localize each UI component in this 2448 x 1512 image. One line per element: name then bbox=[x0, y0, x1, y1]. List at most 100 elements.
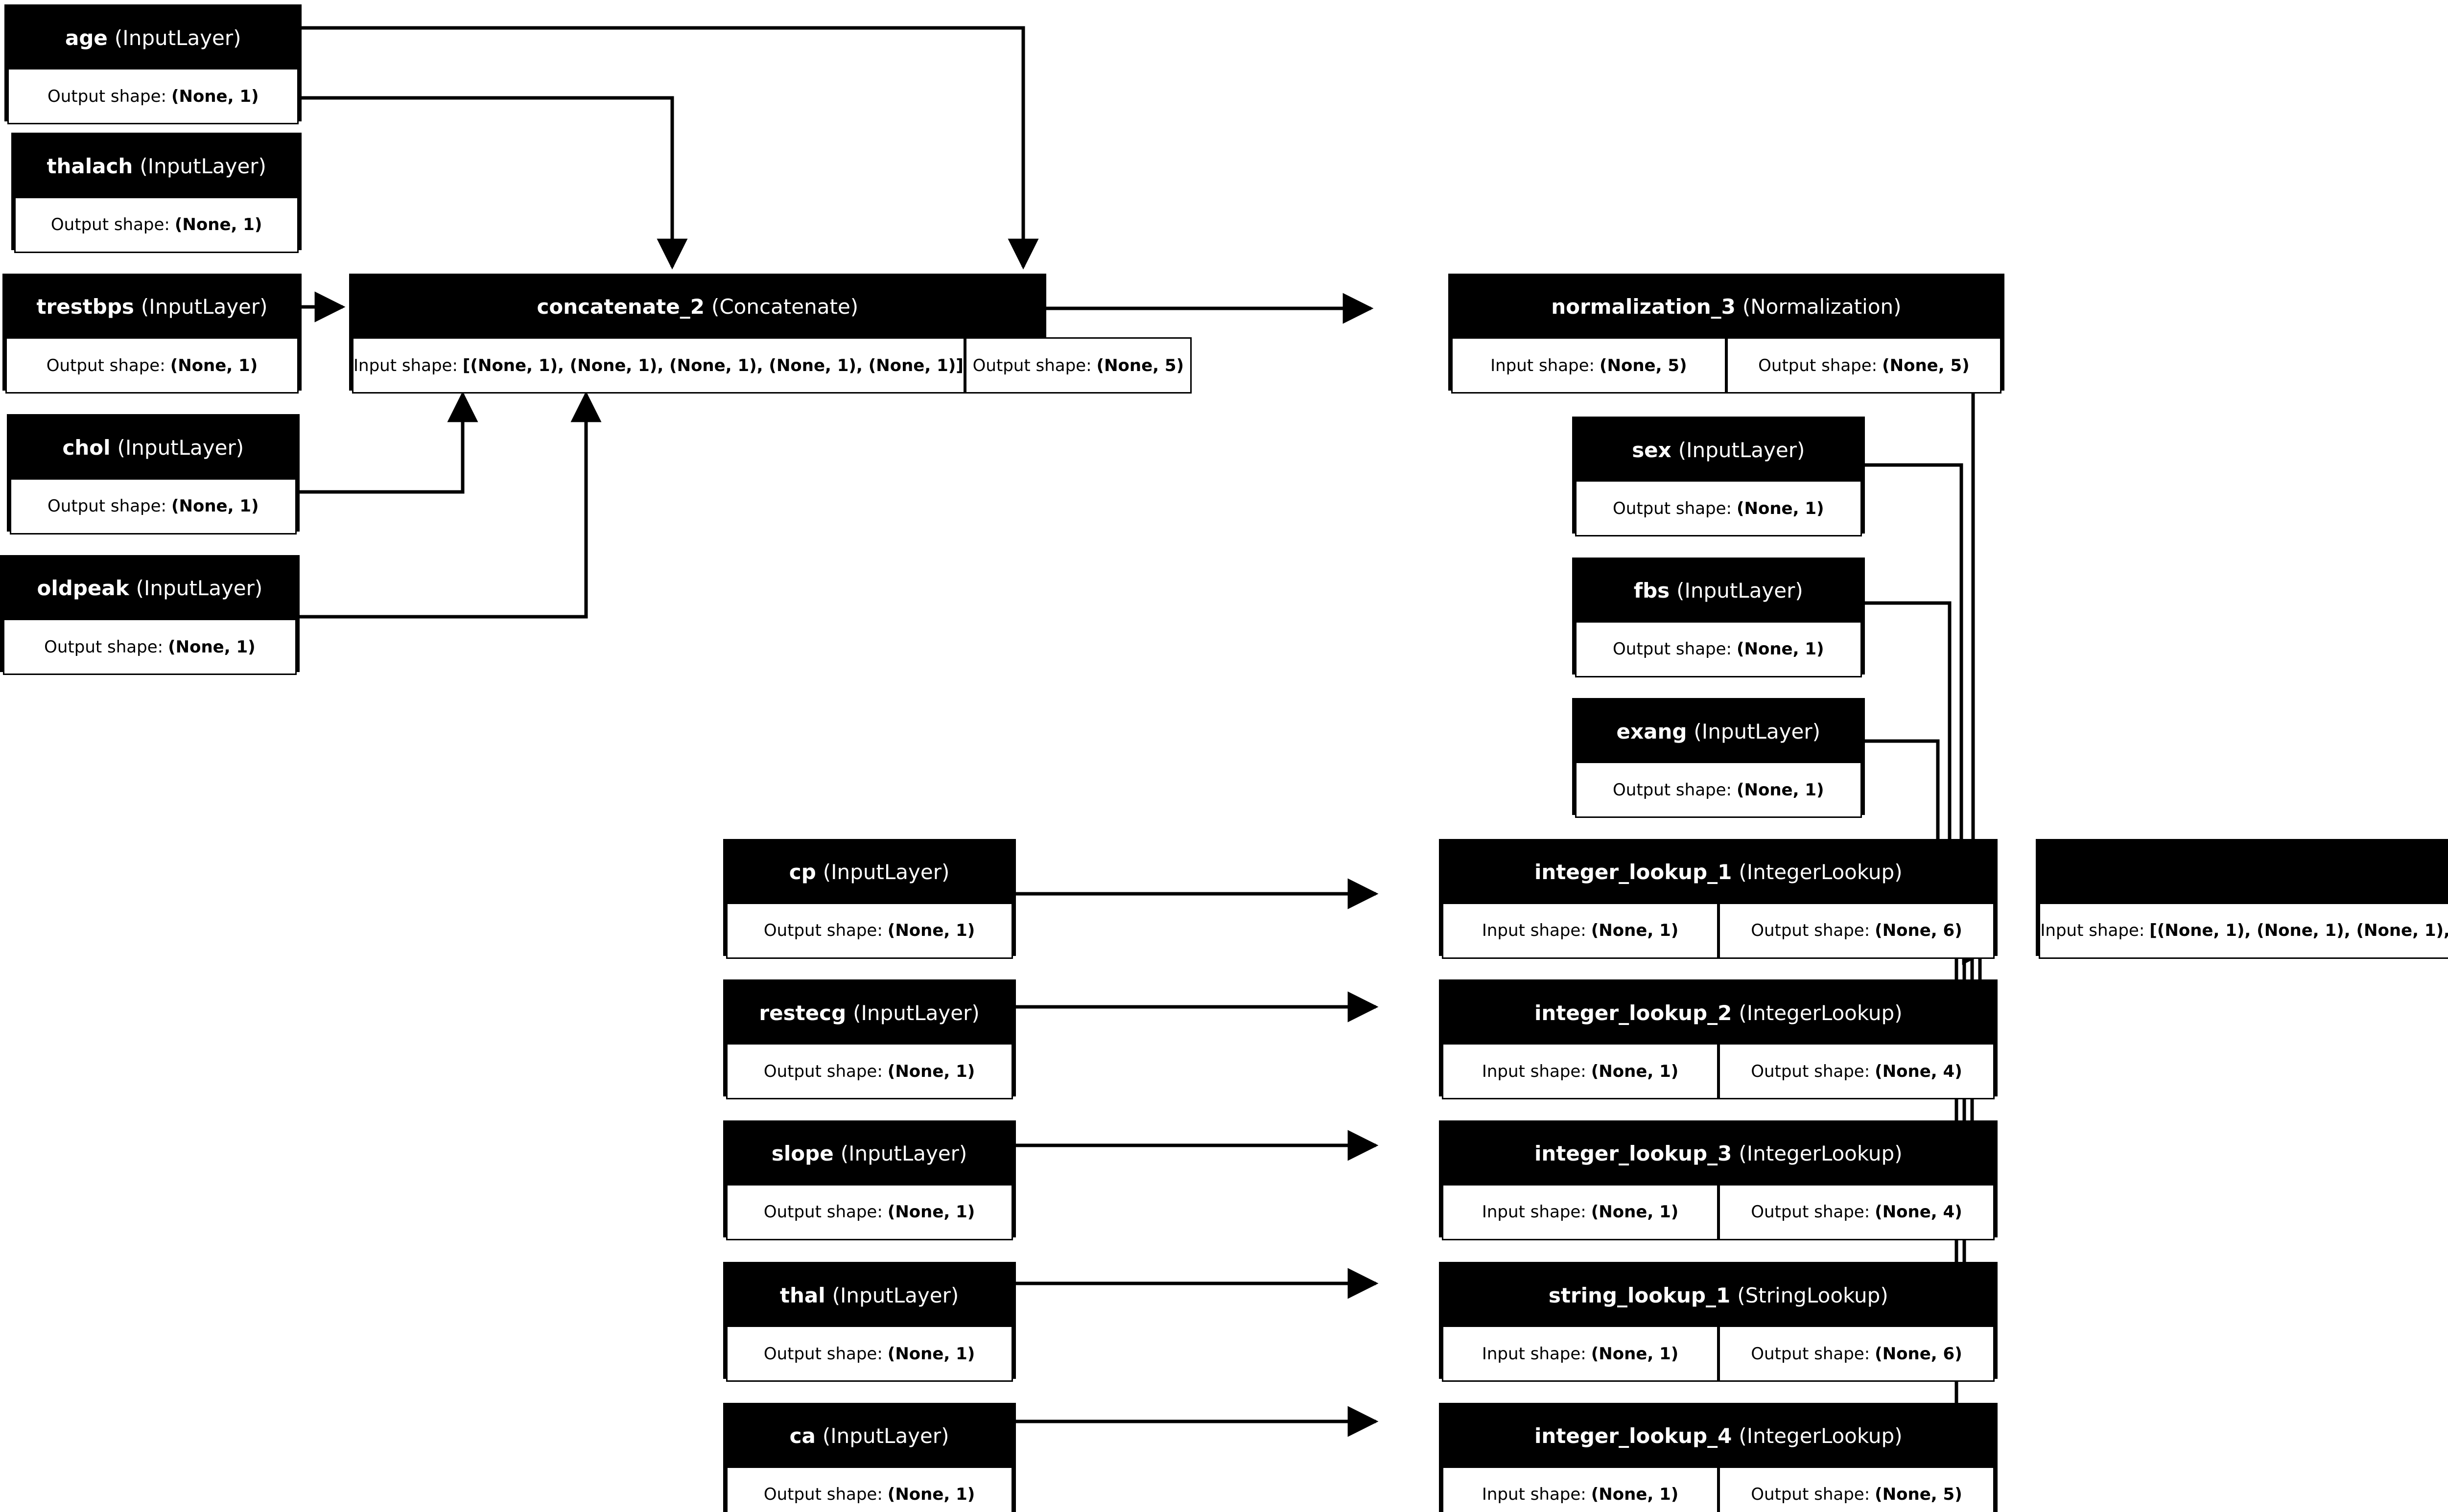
layer-node-normalization_3[interactable]: normalization_3(Normalization)Input shap… bbox=[1448, 273, 2004, 394]
layer-shape-row-concatenate_3: Input shape:[(None, 1), (None, 1), (None… bbox=[2039, 902, 2448, 959]
output-shape-cell: Output shape:(None, 1) bbox=[726, 902, 1013, 959]
output-shape-cell: Output shape:(None, 5) bbox=[1726, 337, 2001, 394]
layer-class: (InputLayer) bbox=[1694, 719, 1821, 744]
shape-value: (None, 1) bbox=[887, 1485, 975, 1505]
shape-value: (None, 1) bbox=[1591, 1344, 1679, 1364]
layer-shape-row-exang: Output shape:(None, 1) bbox=[1575, 762, 1862, 818]
layer-title-cp: cp(InputLayer) bbox=[726, 841, 1013, 903]
shape-label: Output shape: bbox=[1751, 1202, 1870, 1222]
layer-node-thalach[interactable]: thalach(InputLayer)Output shape:(None, 1… bbox=[11, 133, 302, 253]
layer-node-ca[interactable]: ca(InputLayer)Output shape:(None, 1) bbox=[723, 1402, 1016, 1512]
shape-label: Output shape: bbox=[1751, 1061, 1870, 1081]
input-shape-cell: Input shape:[(None, 1), (None, 1), (None… bbox=[2039, 902, 2448, 959]
layer-name: trestbps bbox=[36, 295, 134, 319]
layer-class: (InputLayer) bbox=[140, 154, 266, 178]
layer-shape-row-normalization_3: Input shape:(None, 5)Output shape:(None,… bbox=[1451, 337, 2001, 394]
layer-title-exang: exang (InputLayer) bbox=[1575, 701, 1862, 762]
layer-class: (InputLayer) bbox=[822, 1424, 949, 1448]
shape-label: Input shape: bbox=[1482, 921, 1586, 941]
layer-node-restecg[interactable]: restecg(InputLayer)Output shape:(None, 1… bbox=[723, 979, 1016, 1100]
input-shape-cell: Input shape:(None, 1) bbox=[1442, 1326, 1718, 1382]
layer-shape-row-sex: Output shape:(None, 1) bbox=[1575, 480, 1862, 537]
layer-title-string_lookup_1: string_lookup_1(StringLookup) bbox=[1442, 1265, 1995, 1326]
layer-shape-row-integer_lookup_2: Input shape:(None, 1)Output shape:(None,… bbox=[1442, 1043, 1995, 1100]
layer-shape-row-thalach: Output shape:(None, 1) bbox=[14, 196, 299, 253]
layer-node-integer_lookup_4[interactable]: integer_lookup_4(IntegerLookup)Input sha… bbox=[1439, 1402, 1998, 1512]
layer-class: (StringLookup) bbox=[1737, 1283, 1888, 1307]
layer-node-slope[interactable]: slope(InputLayer)Output shape:(None, 1) bbox=[723, 1120, 1016, 1240]
layer-shape-row-restecg: Output shape:(None, 1) bbox=[726, 1043, 1013, 1100]
layer-shape-row-chol: Output shape:(None, 1) bbox=[9, 478, 297, 535]
output-shape-cell: Output shape:(None, 1) bbox=[3, 619, 297, 675]
layer-name: exang bbox=[1616, 719, 1687, 744]
shape-label: Output shape: bbox=[46, 355, 165, 375]
layer-name: fbs bbox=[1633, 579, 1670, 603]
layer-node-sex[interactable]: sex(InputLayer)Output shape:(None, 1) bbox=[1572, 417, 1865, 537]
shape-label: Output shape: bbox=[763, 1202, 883, 1222]
output-shape-cell: Output shape:(None, 1) bbox=[726, 1184, 1013, 1240]
layer-class: (InputLayer) bbox=[136, 576, 263, 601]
layer-title-restecg: restecg(InputLayer) bbox=[726, 982, 1013, 1044]
layer-name: thal bbox=[779, 1283, 825, 1307]
input-shape-cell: Input shape:[(None, 1), (None, 1), (None… bbox=[352, 337, 965, 394]
layer-node-thal[interactable]: thal (InputLayer) Output shape:(None, 1) bbox=[723, 1262, 1016, 1382]
layer-name: age bbox=[65, 25, 108, 50]
layer-title-slope: slope(InputLayer) bbox=[726, 1123, 1013, 1184]
layer-node-integer_lookup_3[interactable]: integer_lookup_3(IntegerLookup)Input sha… bbox=[1439, 1120, 1998, 1240]
layer-class: (InputLayer) bbox=[1678, 438, 1805, 462]
shape-label: Output shape: bbox=[1751, 1485, 1870, 1505]
layer-class: (InputLayer) bbox=[853, 1000, 980, 1025]
layer-title-trestbps: trestbps(InputLayer) bbox=[5, 276, 299, 338]
output-shape-cell: Output shape:(None, 1) bbox=[1575, 480, 1862, 537]
layer-node-exang[interactable]: exang (InputLayer) Output shape:(None, 1) bbox=[1572, 698, 1865, 818]
layer-shape-row-age: Output shape:(None, 1) bbox=[7, 68, 299, 125]
edge-normalization3-concatenate3 bbox=[1947, 337, 1993, 870]
output-shape-cell: Output shape:(None, 5) bbox=[1718, 1466, 1995, 1512]
layer-shape-row-thal: Output shape:(None, 1) bbox=[726, 1326, 1013, 1382]
shape-label: Output shape: bbox=[47, 496, 166, 516]
layer-node-fbs[interactable]: fbs(InputLayer)Output shape:(None, 1) bbox=[1572, 557, 1865, 677]
layer-title-oldpeak: oldpeak(InputLayer) bbox=[3, 558, 297, 619]
layer-class: (InputLayer) bbox=[832, 1283, 959, 1307]
shape-label: Output shape: bbox=[50, 215, 170, 235]
layer-title-integer_lookup_1: integer_lookup_1(IntegerLookup) bbox=[1442, 841, 1995, 903]
layer-node-trestbps[interactable]: trestbps(InputLayer)Output shape:(None, … bbox=[2, 273, 302, 394]
layer-node-concatenate_3[interactable]: concatenate_3(Concatenate)Input shape:[(… bbox=[2036, 838, 2448, 959]
output-shape-cell: Output shape:(None, 6) bbox=[1718, 902, 1995, 959]
layer-node-chol[interactable]: chol(InputLayer)Output shape:(None, 1) bbox=[6, 414, 300, 535]
shape-value: (None, 6) bbox=[1875, 921, 1962, 941]
layer-name: cp bbox=[789, 860, 816, 884]
shape-value: (None, 5) bbox=[1096, 355, 1184, 375]
layer-name: integer_lookup_1 bbox=[1534, 860, 1732, 884]
layer-title-fbs: fbs(InputLayer) bbox=[1575, 560, 1862, 621]
layer-node-cp[interactable]: cp(InputLayer)Output shape:(None, 1) bbox=[723, 838, 1016, 959]
layer-node-string_lookup_1[interactable]: string_lookup_1(StringLookup)Input shape… bbox=[1439, 1262, 1998, 1382]
shape-label: Output shape: bbox=[1613, 780, 1732, 800]
layer-class: (InputLayer) bbox=[1676, 579, 1803, 603]
output-shape-cell: Output shape:(None, 5) bbox=[965, 337, 1192, 394]
shape-label: Output shape: bbox=[47, 86, 166, 106]
layer-title-age: age(InputLayer) bbox=[7, 7, 299, 69]
layer-title-sex: sex(InputLayer) bbox=[1575, 419, 1862, 481]
shape-value: (None, 6) bbox=[1875, 1344, 1962, 1364]
layer-node-integer_lookup_2[interactable]: integer_lookup_2(IntegerLookup)Input sha… bbox=[1439, 979, 1998, 1100]
layer-node-concatenate_2[interactable]: concatenate_2(Concatenate)Input shape:[(… bbox=[349, 273, 1192, 394]
layer-name: string_lookup_1 bbox=[1548, 1283, 1731, 1307]
layer-class: (InputLayer) bbox=[117, 435, 244, 460]
layer-node-age[interactable]: age(InputLayer)Output shape:(None, 1) bbox=[4, 4, 302, 125]
layer-node-integer_lookup_1[interactable]: integer_lookup_1(IntegerLookup)Input sha… bbox=[1439, 838, 1998, 959]
layer-title-concatenate_3: concatenate_3(Concatenate) bbox=[2039, 841, 2448, 903]
layer-name: ca bbox=[789, 1424, 816, 1448]
shape-value: (None, 1) bbox=[168, 637, 256, 657]
input-shape-cell: Input shape:(None, 1) bbox=[1442, 1184, 1718, 1240]
layer-node-oldpeak[interactable]: oldpeak(InputLayer)Output shape:(None, 1… bbox=[0, 555, 300, 675]
edge-oldpeak-concatenate2 bbox=[294, 391, 602, 619]
shape-value: (None, 1) bbox=[174, 215, 262, 235]
shape-label: Output shape: bbox=[1751, 1344, 1870, 1364]
shape-label: Input shape: bbox=[353, 355, 458, 375]
shape-label: Input shape: bbox=[1482, 1061, 1586, 1081]
layer-shape-row-trestbps: Output shape:(None, 1) bbox=[5, 337, 299, 394]
shape-value: (None, 1) bbox=[1736, 639, 1824, 659]
input-shape-cell: Input shape:(None, 1) bbox=[1442, 902, 1718, 959]
